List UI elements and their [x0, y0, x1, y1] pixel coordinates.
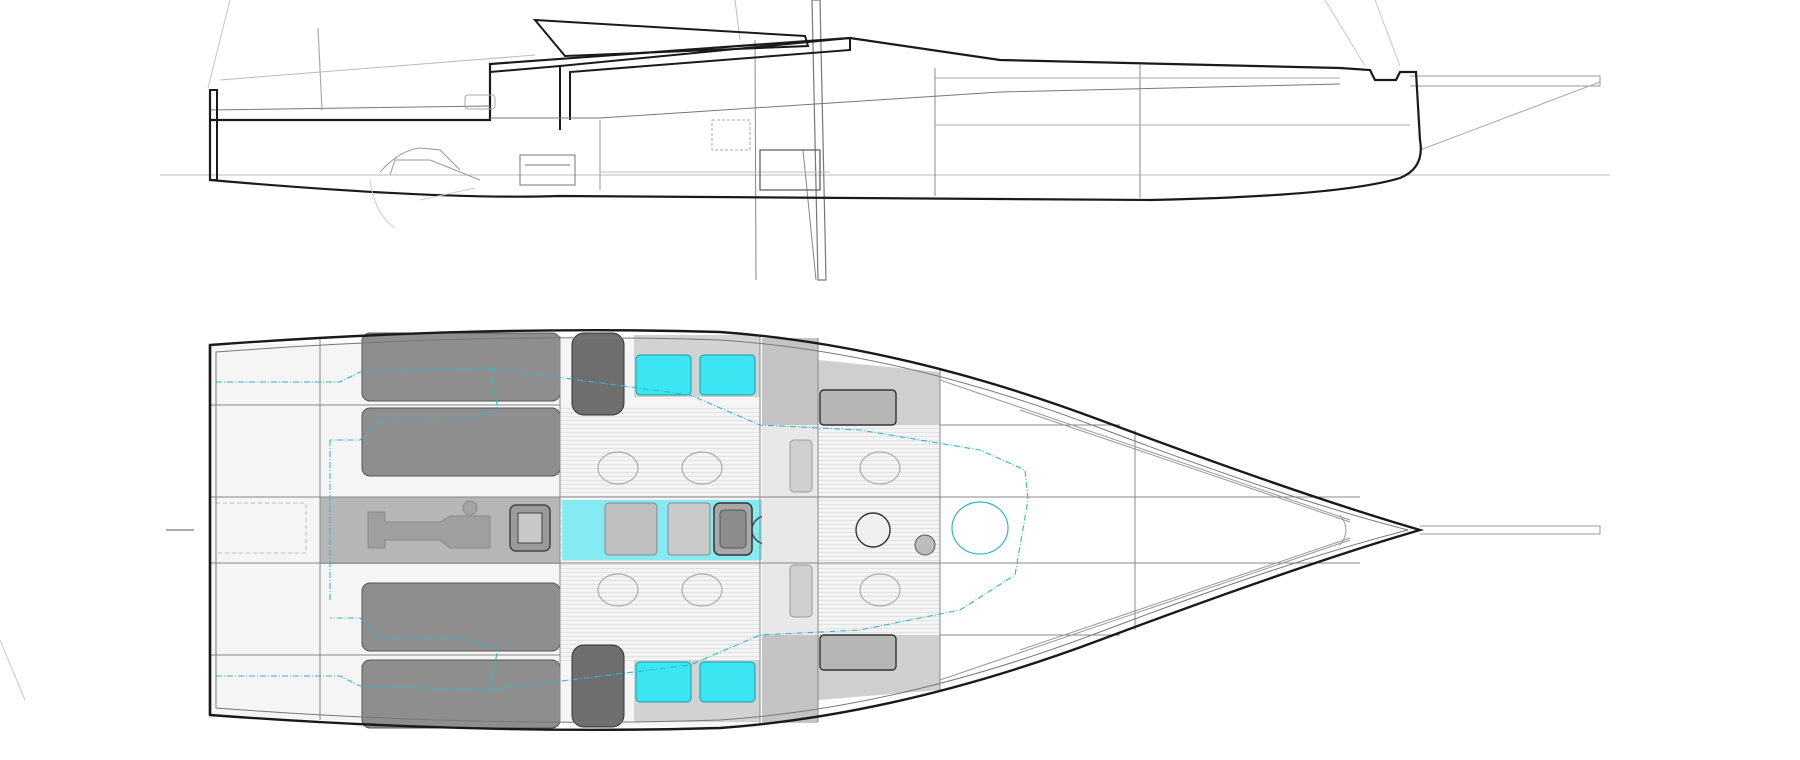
mast-foot-line-2 [802, 149, 817, 281]
cyan-hatch-port-2 [699, 354, 756, 396]
pedestal-detail [519, 154, 576, 186]
mast-stay-line [734, 0, 741, 41]
mast-foot-line-1 [754, 39, 757, 281]
cyan-jacklines [216, 367, 1029, 691]
rigging-line-left [0, 639, 26, 701]
bow-converging-lines [939, 379, 1351, 681]
cyan-hatch-stbd-1 [635, 661, 692, 703]
nav-station [464, 94, 496, 110]
helm-seat-inner [517, 512, 543, 544]
rudder [369, 179, 476, 229]
tiller-shape [367, 511, 491, 549]
deck-grid-lines [210, 336, 1360, 724]
companionway-box [759, 149, 821, 191]
cyan-hatch-center-1 [604, 502, 658, 556]
mast-step-stbd [789, 564, 813, 618]
helm-stanchion [317, 27, 323, 111]
anchor-well-port [819, 389, 897, 426]
bowsprit [1410, 75, 1601, 87]
forestay-line [1419, 81, 1601, 151]
deck-inner-edge [215, 337, 1409, 723]
guard-rail [219, 54, 536, 81]
forward-hatch [855, 512, 891, 548]
deck-fitting [914, 534, 936, 556]
cockpit-winch-detail [379, 147, 481, 181]
hull-profile-outline [208, 36, 1422, 202]
cushion-pad-port-1 [361, 332, 561, 402]
shroud-line-1 [1324, 0, 1366, 67]
shroud-line-2 [1374, 0, 1401, 67]
cushion-pad-stbd-1 [361, 582, 561, 652]
galley-sink-inner [719, 509, 747, 549]
coachroof-outline [489, 18, 851, 130]
mast [811, 0, 827, 281]
transom [209, 89, 218, 181]
cyan-hatch-center-2 [667, 502, 711, 556]
fore-hatch-dashed [951, 501, 1009, 555]
winch-pad-stbd [571, 644, 625, 728]
winch-pad-port [571, 332, 625, 416]
cyan-hatch-port-1 [635, 354, 692, 396]
portholes [597, 451, 901, 607]
backstay-line [207, 0, 231, 89]
anchor-well-stbd [819, 634, 897, 671]
hatch-dashed [711, 119, 751, 151]
deck-plan-view [0, 328, 1601, 732]
cockpit-drain [462, 500, 478, 516]
side-profile-view [160, 0, 1610, 281]
cyan-hatch-stbd-2 [699, 661, 756, 703]
cushion-pad-stbd-2 [361, 659, 561, 729]
sheer-line [209, 83, 1341, 119]
deck-plan-hull-outline [208, 328, 1425, 732]
cushion-pad-port-2 [361, 407, 561, 477]
bowsprit-plan [1420, 525, 1601, 535]
mast-step-port [789, 439, 813, 493]
